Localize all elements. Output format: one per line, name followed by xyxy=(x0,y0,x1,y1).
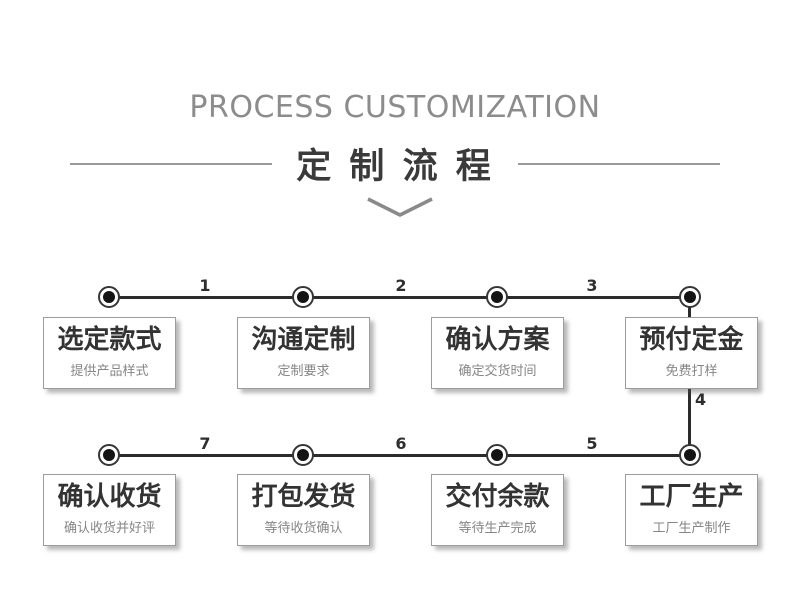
step-subtitle: 等待收货确认 xyxy=(264,520,343,536)
connector-line-row2 xyxy=(109,454,690,457)
step-number-1: 1 xyxy=(199,276,211,295)
connector-node xyxy=(98,444,120,466)
step-box-select-style: 选定款式 提供产品样式 xyxy=(43,317,176,389)
step-subtitle: 免费打样 xyxy=(665,363,718,379)
step-number-7: 7 xyxy=(199,434,211,453)
connector-node xyxy=(292,444,314,466)
step-number-5: 5 xyxy=(586,434,598,453)
step-box-pay-balance: 交付余款 等待生产完成 xyxy=(431,474,564,546)
step-title: 交付余款 xyxy=(445,482,550,513)
step-subtitle: 确认收货并好评 xyxy=(63,520,155,536)
step-number-4: 4 xyxy=(695,390,707,409)
step-title: 工厂生产 xyxy=(639,482,744,513)
connector-line-row1 xyxy=(109,296,690,299)
step-title: 沟通定制 xyxy=(251,325,356,356)
step-subtitle: 工厂生产制作 xyxy=(652,520,731,536)
step-title: 选定款式 xyxy=(57,325,162,356)
connector-node xyxy=(98,286,120,308)
step-box-factory-production: 工厂生产 工厂生产制作 xyxy=(625,474,758,546)
connector-node xyxy=(292,286,314,308)
step-box-confirm-plan: 确认方案 确定交货时间 xyxy=(431,317,564,389)
section-title-row: 定 制 流 程 xyxy=(0,138,790,189)
step-number-2: 2 xyxy=(395,276,407,295)
chevron-down-icon xyxy=(367,197,433,217)
step-box-communicate-customization: 沟通定制 定制要求 xyxy=(237,317,370,389)
step-subtitle: 定制要求 xyxy=(277,363,330,379)
connector-node xyxy=(486,286,508,308)
step-title: 预付定金 xyxy=(639,325,744,356)
step-title: 确认收货 xyxy=(57,482,162,513)
step-box-pay-deposit: 预付定金 免费打样 xyxy=(625,317,758,389)
section-title-zh: 定 制 流 程 xyxy=(296,147,494,187)
connector-node xyxy=(486,444,508,466)
step-number-3: 3 xyxy=(586,276,598,295)
connector-node xyxy=(679,286,701,308)
step-title: 确认方案 xyxy=(445,325,550,356)
title-left-rule xyxy=(70,162,273,165)
step-number-6: 6 xyxy=(395,434,407,453)
section-title-en: PROCESS CUSTOMIZATION xyxy=(189,90,601,125)
step-subtitle: 确定交货时间 xyxy=(458,363,537,379)
step-subtitle: 提供产品样式 xyxy=(70,363,149,379)
step-title: 打包发货 xyxy=(251,482,356,513)
step-box-pack-ship: 打包发货 等待收货确认 xyxy=(237,474,370,546)
step-box-confirm-receipt: 确认收货 确认收货并好评 xyxy=(43,474,176,546)
step-subtitle: 等待生产完成 xyxy=(458,520,537,536)
connector-node xyxy=(679,444,701,466)
title-right-rule xyxy=(517,162,720,165)
